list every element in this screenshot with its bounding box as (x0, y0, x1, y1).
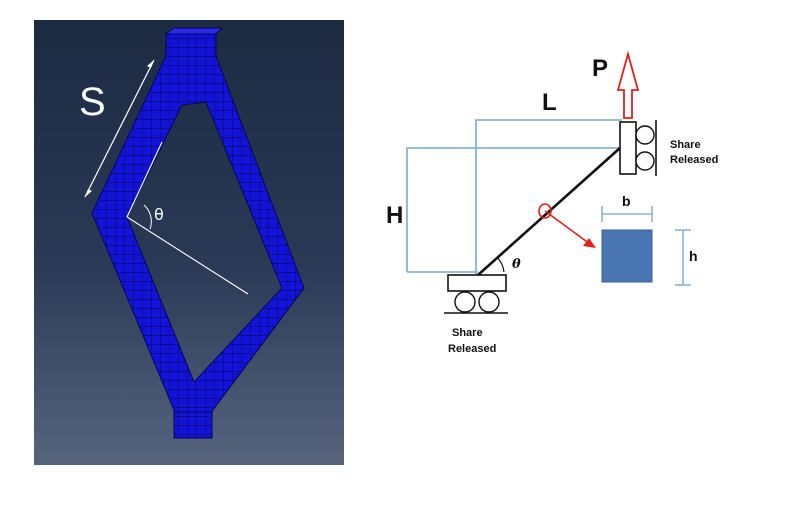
bottom-roller-right (478, 291, 500, 313)
top-end-block (164, 27, 224, 35)
width-label: b (622, 193, 631, 209)
schematic-panel: P L H θ b h Share Released Share Release… (380, 40, 760, 370)
angle-arc (143, 204, 152, 230)
length-guide-line (475, 119, 622, 276)
top-roller-lower (635, 151, 655, 171)
bottom-support-block (447, 274, 507, 292)
bottom-roller-left (454, 291, 476, 313)
top-support-block (619, 121, 637, 175)
length-label: L (542, 89, 557, 116)
base-angle-arc (496, 256, 505, 273)
section-pointer-arrowhead (583, 238, 596, 248)
height-guide-line (406, 147, 622, 272)
diagonal-line (126, 216, 249, 295)
top-support-label-line2: Released (670, 154, 718, 166)
schematic-drawing: P L H θ b h Share Released Share Release… (386, 50, 718, 355)
inner-edge-highlight (126, 141, 163, 218)
section-pointer-line (544, 210, 591, 245)
bottom-support-label-line2: Released (448, 343, 496, 355)
fe-model-drawing: S θ (79, 27, 305, 439)
schematic-angle-label: θ (512, 257, 521, 272)
load-arrow (616, 50, 640, 119)
top-support-label-line1: Share (670, 139, 701, 151)
side-label: S (79, 80, 106, 124)
fe-model-panel: S θ (34, 20, 344, 465)
section-cut-marker (538, 203, 552, 219)
load-label: P (592, 55, 608, 82)
rhombus-frame (91, 33, 305, 423)
side-dimension-line (84, 59, 155, 198)
cross-section (601, 229, 653, 283)
bottom-end-block (173, 411, 213, 439)
top-roller-upper (635, 125, 655, 145)
depth-label: h (689, 248, 698, 264)
inclined-member (477, 147, 621, 276)
side-dimension-arrowhead-bottom (85, 189, 92, 197)
height-label: H (386, 202, 403, 229)
bottom-support-label-line1: Share (452, 327, 483, 339)
side-dimension-arrowhead-top (147, 60, 154, 68)
angle-label: θ (154, 205, 164, 224)
